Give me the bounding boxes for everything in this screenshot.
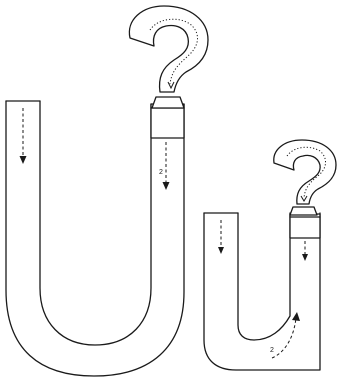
large-right-flow-arrowhead <box>162 182 170 190</box>
large-u-tube-inner-wall <box>39 100 152 346</box>
small-question-mark-dot <box>289 206 318 216</box>
large-question-mark-inner-trace <box>149 18 198 85</box>
small-bottom-flow-arrowhead <box>292 312 300 321</box>
large-u-tube: 2 <box>5 100 185 377</box>
small-question-mark-icon <box>273 139 337 216</box>
large-question-mark-trace-arrowhead <box>167 81 175 90</box>
large-flow-step-label: 2 <box>159 169 163 176</box>
small-right-flow-arrowhead <box>302 254 308 261</box>
small-u-tube-inner-wall <box>237 212 291 341</box>
small-u-tube-outer-wall <box>203 212 321 371</box>
small-left-flow-arrowhead <box>218 247 224 254</box>
small-question-mark-inner-trace <box>286 146 326 199</box>
large-u-tube-outer-wall <box>5 100 185 377</box>
large-stopper <box>150 103 185 139</box>
small-question-mark-hook <box>273 139 337 205</box>
small-question-mark-trace-arrowhead <box>300 195 308 202</box>
small-bottom-flow-arrow <box>271 317 297 359</box>
small-flow-step-label: 2 <box>270 347 274 354</box>
large-question-mark-hook <box>128 5 209 93</box>
large-question-mark-icon <box>128 5 209 109</box>
large-left-flow-arrowhead <box>19 156 27 164</box>
large-question-mark-dot <box>151 96 185 109</box>
small-u-tube: 2 <box>203 212 321 371</box>
